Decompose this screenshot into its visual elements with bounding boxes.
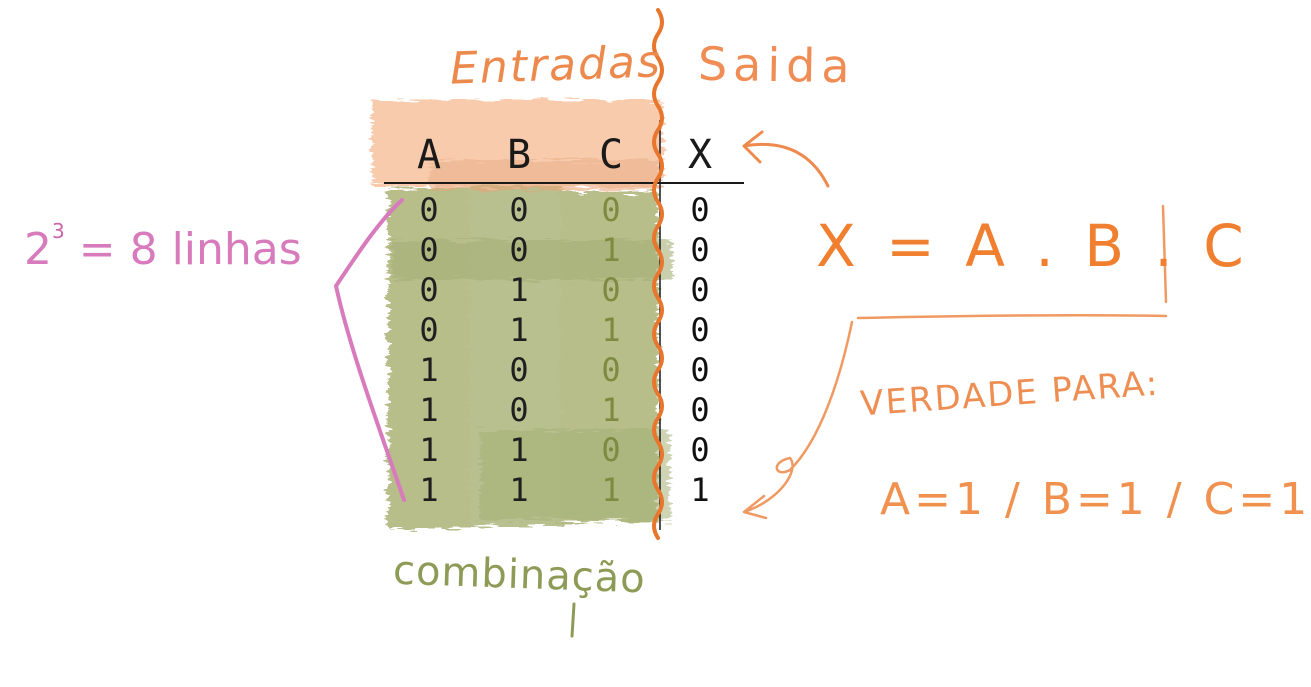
output-cell-r1-x: 0	[690, 191, 710, 229]
output-cell-r5-x: 0	[690, 351, 710, 389]
rows-base: 2	[24, 224, 52, 275]
rows-text: = 8 linhas	[78, 224, 302, 275]
input-cell-r8-c: 1	[601, 471, 621, 509]
output-cell-r6-x: 0	[690, 391, 710, 429]
input-cell-r3-c: 0	[601, 271, 621, 309]
input-cell-r1-b: 0	[509, 191, 529, 229]
input-cell-r6-c: 1	[601, 391, 621, 429]
rows-exponent: 3	[52, 219, 65, 244]
input-cell-r2-b: 0	[509, 231, 529, 269]
input-cell-r7-a: 1	[419, 431, 439, 469]
input-cell-r5-b: 0	[509, 351, 529, 389]
input-cell-r6-a: 1	[419, 391, 439, 429]
input-output-separator	[652, 8, 664, 540]
output-cell-r8-x: 1	[690, 471, 710, 509]
output-cell-r2-x: 0	[690, 231, 710, 269]
input-cell-r4-c: 1	[601, 311, 621, 349]
header-b: B	[506, 132, 532, 178]
input-cell-r4-a: 0	[419, 311, 439, 349]
input-cell-r2-a: 0	[419, 231, 439, 269]
rows-count-label: 23 = 8 linhas	[24, 219, 302, 275]
output-label: Saida	[697, 36, 857, 94]
true-condition: A=1 / B=1 / C=1	[880, 474, 1311, 525]
input-cell-r6-b: 0	[509, 391, 529, 429]
output-cell-r4-x: 0	[690, 311, 710, 349]
boolean-formula: X = A . B . C	[816, 212, 1250, 280]
input-cell-r4-b: 1	[509, 311, 529, 349]
combination-label: combinação	[392, 547, 647, 603]
formula-to-x-arrow	[742, 130, 830, 188]
input-cell-r5-a: 1	[419, 351, 439, 389]
header-a: A	[416, 132, 442, 178]
input-cell-r8-b: 1	[509, 471, 529, 509]
combination-highlight	[388, 186, 672, 528]
input-cell-r1-a: 0	[419, 191, 439, 229]
input-cell-r3-a: 0	[419, 271, 439, 309]
combination-tick	[570, 602, 576, 638]
input-cell-r8-a: 1	[419, 471, 439, 509]
rows-bracket	[333, 198, 406, 502]
input-cell-r1-c: 0	[601, 191, 621, 229]
true-row-arrow	[742, 320, 854, 520]
input-cell-r5-c: 0	[601, 351, 621, 389]
output-cell-r7-x: 0	[690, 431, 710, 469]
input-cell-r3-b: 1	[509, 271, 529, 309]
formula-box	[856, 204, 1168, 320]
header-c: C	[598, 132, 624, 178]
inputs-label: Entradas	[449, 36, 663, 95]
input-cell-r2-c: 1	[601, 231, 621, 269]
input-cell-r7-b: 1	[509, 431, 529, 469]
output-cell-r3-x: 0	[690, 271, 710, 309]
header-x: X	[687, 132, 713, 178]
input-cell-r7-c: 0	[601, 431, 621, 469]
inputs-highlight	[372, 100, 662, 190]
